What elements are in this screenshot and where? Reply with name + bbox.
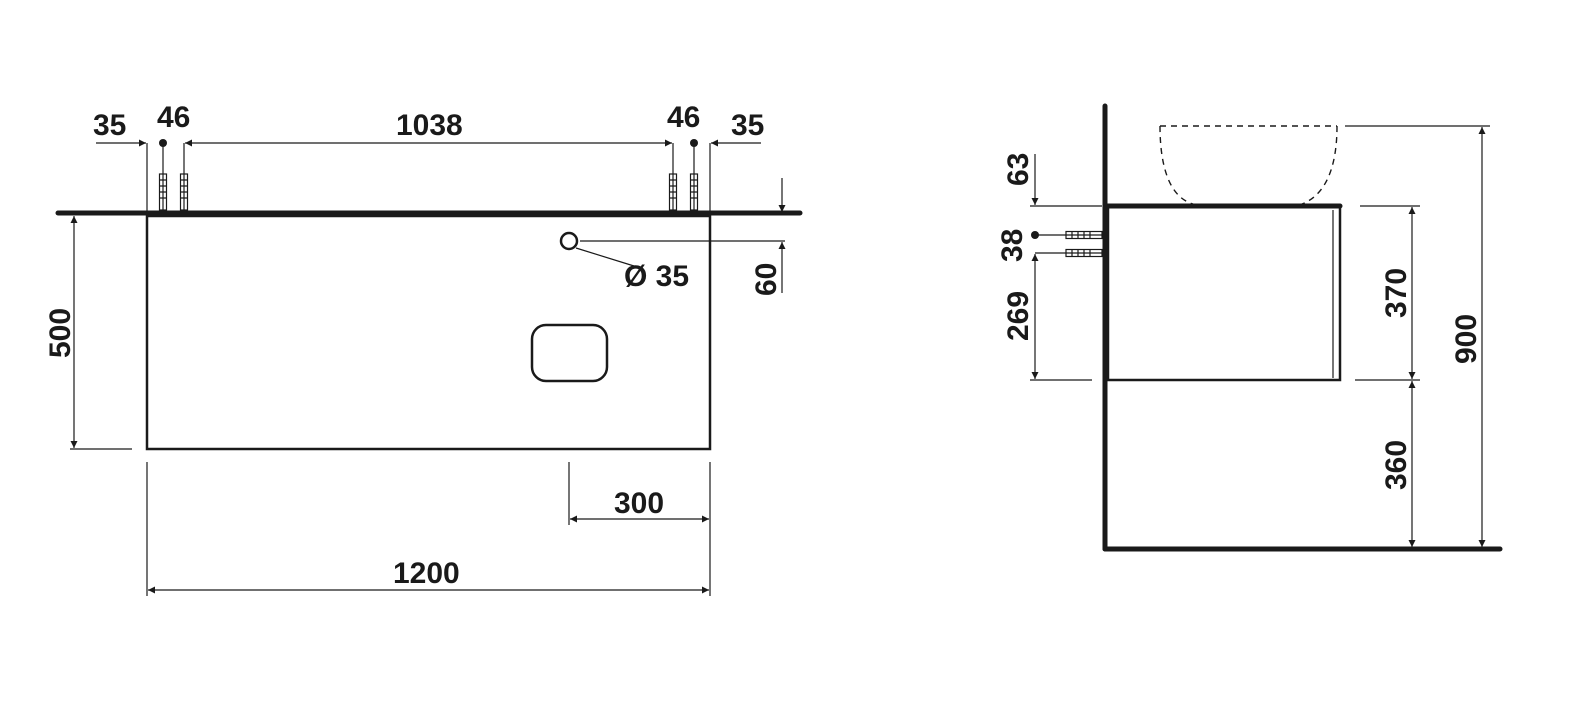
wall-anchor-left-1 — [158, 143, 168, 212]
wall-anchor-left-2 — [179, 143, 189, 212]
basin-outline-left — [1159, 125, 1194, 205]
side-right-dimension-chain — [1355, 205, 1420, 547]
dim-500: 500 — [44, 308, 77, 358]
dim-1038: 1038 — [396, 109, 463, 142]
dim-35-left: 35 — [93, 109, 126, 142]
side-wall-anchor-1 — [1035, 230, 1104, 240]
front-handle-recess — [530, 323, 609, 383]
side-wall-anchor-2 — [1035, 248, 1104, 258]
dim-60: 60 — [750, 263, 783, 296]
dim-900: 900 — [1450, 314, 1483, 364]
hole-leader-line — [575, 247, 635, 267]
top-dimension-chain — [96, 139, 761, 216]
front-view: 35 46 1038 46 35 60 Ø 35 500 300 — [44, 101, 803, 596]
dim-1200: 1200 — [393, 557, 460, 590]
side-view: 63 38 269 370 360 900 — [996, 103, 1503, 552]
dim-63: 63 — [1002, 153, 1035, 186]
dim-46-right: 46 — [667, 101, 700, 134]
side-left-dimension-chain — [1030, 154, 1102, 381]
dim-38: 38 — [996, 229, 1029, 262]
dim-269: 269 — [1002, 291, 1035, 341]
dim-35-right: 35 — [731, 109, 764, 142]
basin-outline-right — [1301, 125, 1338, 205]
anchor-point-right — [690, 139, 698, 147]
side-anchor-point — [1031, 231, 1039, 239]
wall-anchor-right-1 — [668, 143, 678, 212]
wall-anchor-right-2 — [689, 143, 699, 212]
side-cabinet-body — [1106, 208, 1342, 382]
front-cabinet-body — [145, 214, 712, 451]
dim-360: 360 — [1380, 440, 1413, 490]
dim-300-lines — [568, 462, 709, 525]
dim-300: 300 — [614, 487, 664, 520]
pipe-hole — [559, 231, 579, 251]
dim-900-lines — [1345, 125, 1490, 547]
dim-1200-lines — [146, 462, 711, 596]
dim-46-left: 46 — [157, 101, 190, 134]
dim-500-lines — [70, 216, 132, 450]
dim-hole-diameter: Ø 35 — [624, 260, 689, 293]
dim-370: 370 — [1380, 268, 1413, 318]
anchor-point-left — [159, 139, 167, 147]
